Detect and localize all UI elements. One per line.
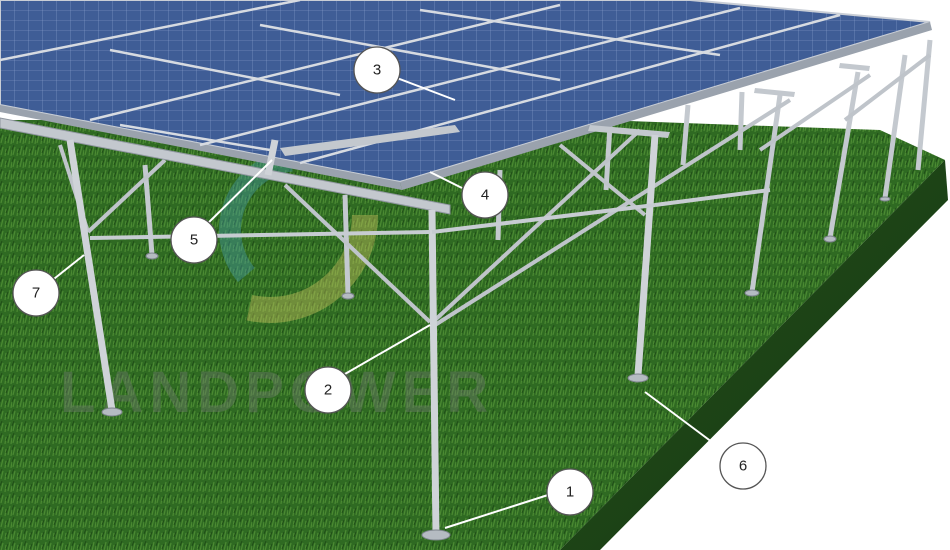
grass-ground <box>0 120 948 550</box>
callout-2-label: 2 <box>324 382 332 399</box>
callout-4: 4 <box>461 171 509 219</box>
callout-7: 7 <box>12 269 60 317</box>
callout-1-label: 1 <box>566 484 574 501</box>
watermark-text: LANDPOWER <box>60 360 494 425</box>
callout-3-label: 3 <box>373 62 381 79</box>
callout-5: 5 <box>170 216 218 264</box>
callout-5-label: 5 <box>190 232 198 249</box>
diagonal-braces <box>58 53 932 327</box>
front-support-legs <box>66 134 659 536</box>
crossbeam-rails <box>0 63 870 215</box>
horizontal-tie-beams <box>89 188 771 240</box>
callout-2: 2 <box>304 366 352 414</box>
callout-7-label: 7 <box>32 285 40 302</box>
base-plates <box>101 196 891 541</box>
callout-4-label: 4 <box>481 187 489 204</box>
callout-6: 6 <box>719 442 767 490</box>
callout-6-label: 6 <box>739 458 747 475</box>
callout-3: 3 <box>353 46 401 94</box>
solar-panel-array <box>0 0 932 190</box>
callout-1: 1 <box>546 468 594 516</box>
